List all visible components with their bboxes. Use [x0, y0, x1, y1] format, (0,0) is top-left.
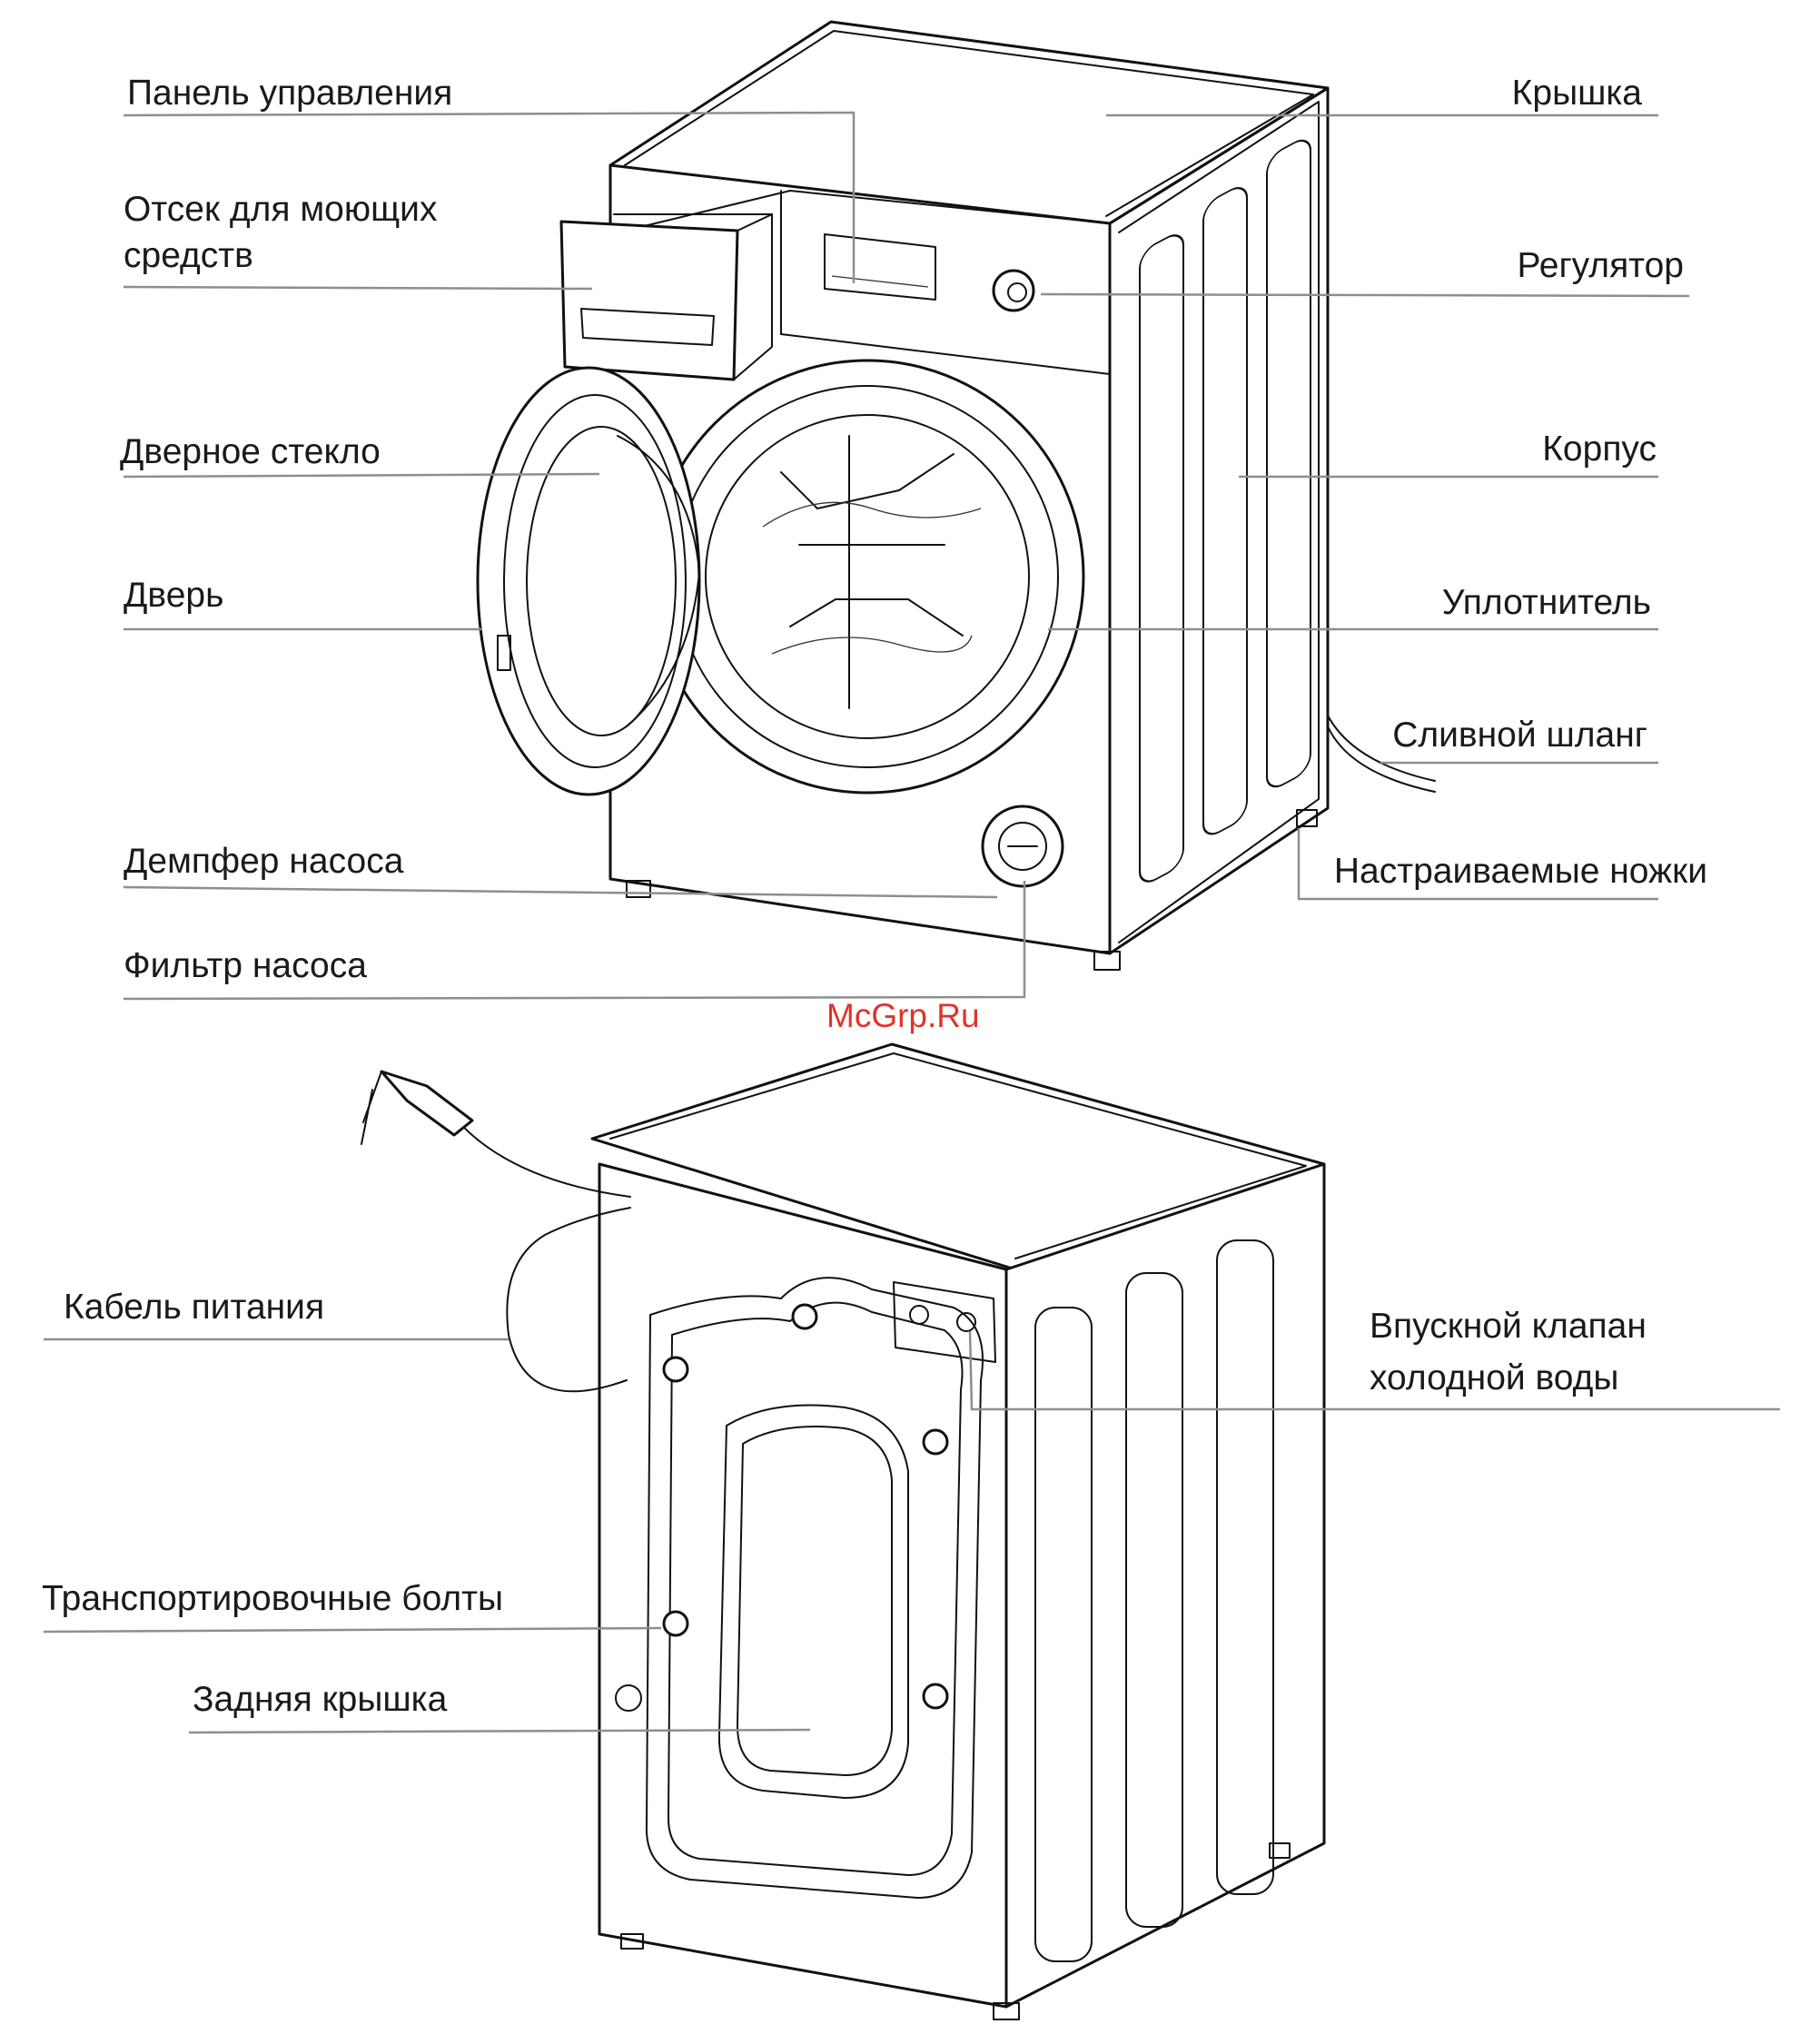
label-inlet-valve-line2: холодной воды [1370, 1358, 1618, 1397]
front-machine-illustration [478, 22, 1435, 970]
leader-knob [1041, 294, 1689, 296]
label-seal: Уплотнитель [1442, 583, 1651, 622]
leader-pump-damper [124, 887, 997, 897]
label-pump-filter: Фильтр насоса [124, 946, 367, 985]
label-control-panel: Панель управления [127, 74, 452, 113]
label-transport-bolts: Транспортировочные болты [42, 1579, 503, 1618]
label-detergent-line2: средств [124, 236, 253, 275]
label-detergent-line1: Отсек для моющих [124, 190, 438, 229]
label-inlet-valve-line1: Впускной клапан [1370, 1307, 1647, 1346]
label-power-cable: Кабель питания [64, 1288, 324, 1327]
label-knob: Регулятор [1517, 246, 1684, 285]
label-lid: Крышка [1512, 74, 1643, 113]
label-cabinet: Корпус [1542, 429, 1657, 469]
back-machine-illustration [361, 1044, 1324, 2019]
label-pump-damper: Демпфер насоса [124, 842, 404, 881]
leader-detergent [124, 287, 592, 289]
label-door-glass: Дверное стекло [120, 432, 381, 471]
label-back-cover: Задняя крышка [193, 1680, 448, 1719]
label-feet: Настраиваемые ножки [1334, 852, 1707, 891]
watermark: McGrp.Ru [826, 997, 980, 1034]
label-door: Дверь [124, 576, 223, 615]
leader-transport-bolts [44, 1628, 661, 1632]
label-drain-hose: Сливной шланг [1392, 716, 1647, 755]
